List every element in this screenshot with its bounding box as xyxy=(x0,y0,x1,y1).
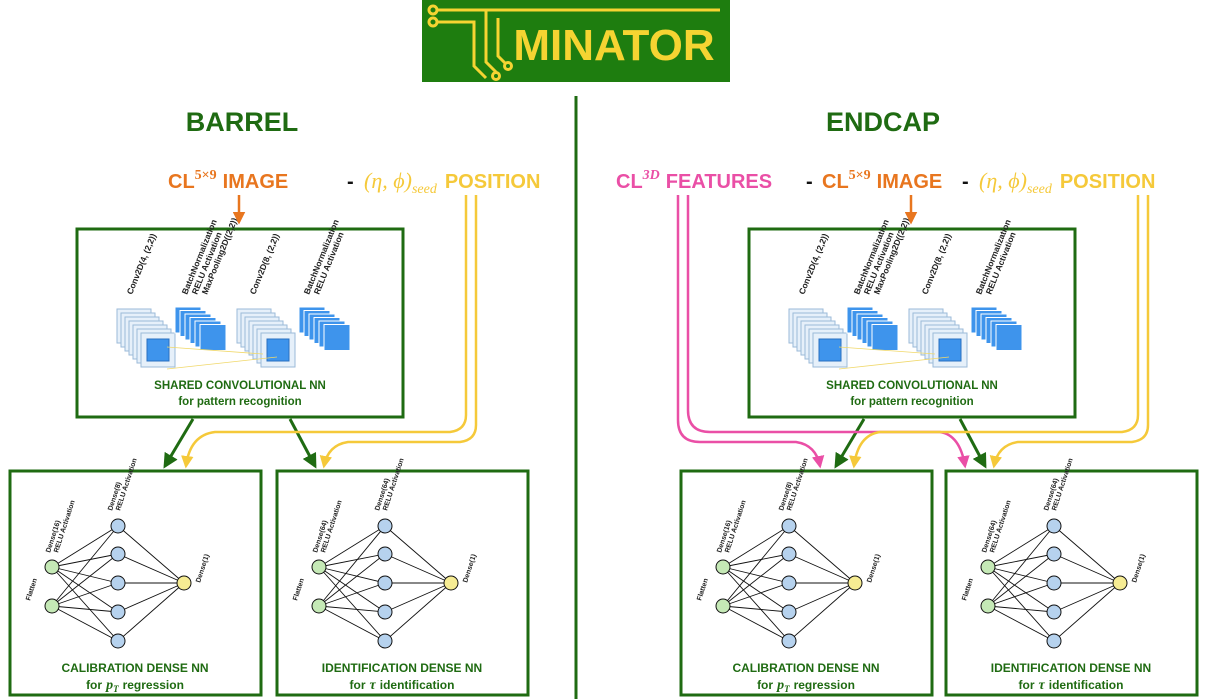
barrel-cl-label: CL xyxy=(168,171,195,193)
barrel-arrows xyxy=(163,195,478,469)
barrel-ident-hidden-node xyxy=(377,546,393,562)
endcap-cl-label: CL xyxy=(822,171,849,193)
endcap-calib-output-node xyxy=(847,575,863,591)
barrel-calib-output-node xyxy=(176,575,192,591)
endcap-features-to-ident-arrow xyxy=(686,195,970,469)
endcap-features-label: FEATURES xyxy=(666,171,772,193)
endcap-dash-1: - xyxy=(806,171,813,193)
endcap-calib-hidden-node xyxy=(781,546,797,562)
barrel-cnn-to-ident-arrow xyxy=(288,418,317,469)
barrel-cnn-subcaption: for pattern recognition xyxy=(178,396,301,408)
endcap-ident-input-node xyxy=(980,598,996,614)
barrel-cl-sup: 5×9 xyxy=(195,168,217,183)
barrel-pos-to-calib-arrow xyxy=(181,195,468,469)
endcap-cnn-caption: SHARED CONVOLUTIONAL NN xyxy=(826,380,998,392)
endcap-cnn-to-calib-arrow xyxy=(834,418,866,469)
barrel-calib-connections xyxy=(51,525,185,642)
endcap-pos-sub: seed xyxy=(1027,182,1053,197)
barrel-dash: - xyxy=(347,171,354,193)
endcap-calib-hidden-node xyxy=(781,575,797,591)
logo: MINATOR xyxy=(422,0,730,82)
barrel-pos-formula: (η, ϕ) xyxy=(364,168,412,193)
barrel-calib-hidden-node xyxy=(110,546,126,562)
endcap-ident-caption: IDENTIFICATION DENSE NN xyxy=(991,661,1151,675)
barrel-cnn-to-calib-arrow xyxy=(163,418,195,469)
logo-circuit-icon xyxy=(427,4,720,81)
barrel-ident-output-node xyxy=(443,575,459,591)
barrel-calib-hidden-node xyxy=(110,604,126,620)
barrel-pos-label: POSITION xyxy=(445,171,541,193)
barrel-calib-hidden-node xyxy=(110,518,126,534)
barrel-pos-sub: seed xyxy=(412,182,438,197)
endcap-calib-input-node xyxy=(715,598,731,614)
endcap-calib-caption: CALIBRATION DENSE NN xyxy=(732,661,879,675)
endcap-ident-hidden-node xyxy=(1046,633,1062,649)
logo-text: MINATOR xyxy=(513,21,714,70)
endcap-pos-to-calib-arrow xyxy=(849,195,1140,469)
barrel-ident-hidden-node xyxy=(377,633,393,649)
barrel-calib-caption: CALIBRATION DENSE NN xyxy=(61,661,208,675)
endcap-ident-hidden-node xyxy=(1046,575,1062,591)
barrel-title: BARREL xyxy=(186,107,299,137)
endcap-cnn-to-ident-arrow xyxy=(958,418,987,469)
barrel-image-label: IMAGE xyxy=(223,171,289,193)
barrel-ident-input-node xyxy=(311,598,327,614)
barrel-calib-hidden-node xyxy=(110,633,126,649)
endcap-dash-2: - xyxy=(962,171,969,193)
endcap-image-label: IMAGE xyxy=(877,171,943,193)
barrel-ident-hidden-node xyxy=(377,575,393,591)
endcap-ident-input-node xyxy=(980,559,996,575)
endcap-ident-hidden-node xyxy=(1046,518,1062,534)
barrel-ident-hidden-node xyxy=(377,518,393,534)
barrel-ident-input-node xyxy=(311,559,327,575)
endcap-pos-formula: (η, ϕ) xyxy=(979,168,1027,193)
endcap-ident-hidden-node xyxy=(1046,546,1062,562)
endcap-title: ENDCAP xyxy=(826,107,940,137)
barrel-ident-connections xyxy=(318,525,452,642)
endcap-features-to-calib-arrow xyxy=(676,195,825,469)
barrel-ident-hidden-node xyxy=(377,604,393,620)
endcap-cl3d-sup: 3D xyxy=(642,168,660,183)
endcap-cl3d-label: CL xyxy=(616,171,643,193)
barrel-ident-caption: IDENTIFICATION DENSE NN xyxy=(322,661,482,675)
endcap-pos-label: POSITION xyxy=(1060,171,1156,193)
endcap-calib-input-node xyxy=(715,559,731,575)
endcap-cl-sup: 5×9 xyxy=(849,168,871,183)
endcap-calib-hidden-node xyxy=(781,518,797,534)
endcap-cnn-subcaption: for pattern recognition xyxy=(850,396,973,408)
barrel-calib-input-node xyxy=(44,598,60,614)
endcap-ident-hidden-node xyxy=(1046,604,1062,620)
endcap-ident-output-node xyxy=(1112,575,1128,591)
endcap-arrows xyxy=(676,195,1150,469)
barrel-calib-input-node xyxy=(44,559,60,575)
barrel-calib-hidden-node xyxy=(110,575,126,591)
barrel-pos-to-ident-arrow xyxy=(319,195,478,469)
endcap-calib-connections xyxy=(722,525,856,642)
endcap-ident-connections xyxy=(987,525,1121,642)
barrel-input-line: CL5×9 IMAGE - (η, ϕ)seed POSITION xyxy=(168,168,540,197)
barrel-cnn-caption: SHARED CONVOLUTIONAL NN xyxy=(154,380,326,392)
endcap-calib-hidden-node xyxy=(781,604,797,620)
endcap-pos-to-ident-arrow xyxy=(989,195,1150,469)
endcap-calib-hidden-node xyxy=(781,633,797,649)
